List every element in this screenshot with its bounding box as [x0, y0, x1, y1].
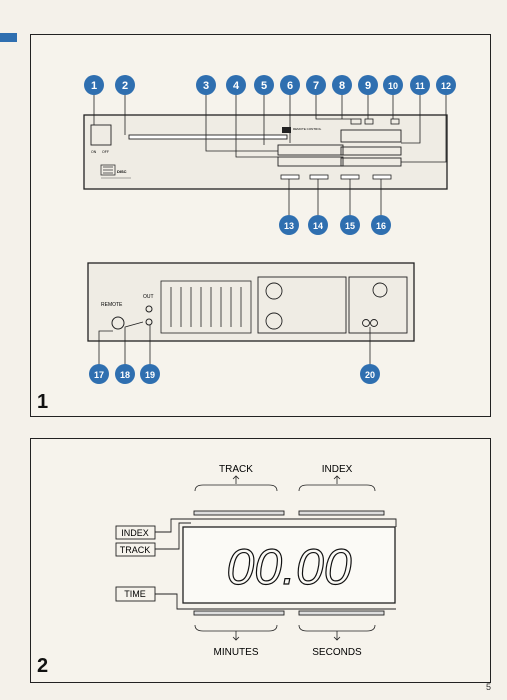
callout-4: 4 [226, 75, 246, 95]
front-button-9 [364, 118, 374, 125]
rear-compartment [257, 276, 347, 334]
svg-text:6: 6 [287, 80, 293, 92]
svg-text:1: 1 [91, 80, 97, 92]
time-display: 00.00 [182, 526, 396, 604]
left-labels: INDEX TRACK TIME [115, 525, 156, 602]
minutes-label: MINUTES [214, 647, 259, 658]
callout-5: 5 [254, 75, 274, 95]
digital-out-jack [362, 319, 370, 327]
rear-remote-text: REMOTE [101, 302, 123, 308]
rear-power-section [348, 276, 408, 334]
seconds-label: SECONDS [312, 647, 362, 658]
display-window-left-lower [277, 156, 344, 167]
front-button-15 [340, 174, 360, 180]
figure-1-illustration: ON OFF DISC REMOTE CONTROL [83, 75, 456, 384]
svg-text:5: 5 [261, 80, 267, 92]
power-on-text: ON [91, 150, 97, 154]
callout-13: 13 [279, 215, 299, 235]
out-jack-r [145, 318, 153, 326]
svg-text:8: 8 [339, 80, 345, 92]
callout-2: 2 [115, 75, 135, 95]
index-label-top: INDEX [322, 464, 353, 475]
callout-1: 1 [84, 75, 104, 95]
callout-7: 7 [306, 75, 326, 95]
front-leader-lines [93, 91, 447, 215]
remote-jack [111, 316, 125, 330]
cd-player-front-panel: ON OFF DISC REMOTE CONTROL [83, 114, 448, 190]
callout-16: 16 [371, 215, 391, 235]
track-label-left: TRACK [120, 545, 151, 555]
svg-text:3: 3 [203, 80, 209, 92]
svg-text:18: 18 [120, 370, 130, 380]
svg-text:7: 7 [313, 80, 319, 92]
svg-text:19: 19 [145, 370, 155, 380]
svg-text:17: 17 [94, 370, 104, 380]
svg-text:4: 4 [233, 80, 240, 92]
rear-out-text: OUT [143, 294, 154, 300]
callout-20: 20 [360, 364, 380, 384]
index-label-left: INDEX [121, 528, 149, 538]
power-off-text: OFF [102, 150, 109, 154]
callout-17: 17 [89, 364, 109, 384]
figure-2-display-diagram: TRACK INDEX INDEX TRACK TIME [115, 464, 397, 658]
callout-9: 9 [358, 75, 378, 95]
front-button-13 [280, 174, 300, 180]
disc-tray [128, 134, 288, 140]
callouts: 1 2 3 4 5 6 7 8 9 10 11 12 13 14 15 16 1… [84, 75, 456, 384]
callout-3: 3 [196, 75, 216, 95]
callout-14: 14 [308, 215, 328, 235]
rear-vent [160, 280, 252, 334]
svg-text:10: 10 [388, 81, 398, 91]
time-label-left: TIME [124, 589, 146, 599]
front-button-10 [390, 118, 400, 125]
display-window-right-mid [340, 146, 402, 156]
svg-text:11: 11 [415, 81, 425, 91]
track-label-top: TRACK [219, 464, 253, 475]
front-button-16 [372, 174, 392, 180]
page-number: 5 [486, 682, 492, 692]
rear-leader-lines [98, 321, 371, 368]
svg-text:15: 15 [345, 221, 355, 231]
display-digits: 00.00 [226, 539, 351, 595]
front-button-8 [350, 118, 362, 125]
cd-player-rear-panel: REMOTE OUT [87, 262, 415, 342]
callout-11: 11 [410, 75, 430, 95]
compact-disc-logo: DISC [100, 164, 131, 179]
bottom-brackets [194, 624, 376, 641]
callout-6: 6 [280, 75, 300, 95]
top-brackets [194, 475, 376, 492]
power-switch [90, 124, 112, 146]
svg-text:16: 16 [376, 221, 386, 231]
svg-text:REMOTE CONTROL: REMOTE CONTROL [293, 127, 322, 131]
figure-2-number: 2 [37, 655, 49, 677]
figure-1-number: 1 [37, 391, 49, 413]
callout-18: 18 [115, 364, 135, 384]
svg-text:12: 12 [441, 81, 451, 91]
svg-text:2: 2 [122, 80, 128, 92]
out-jack-l [145, 305, 153, 313]
display-window-left [277, 144, 344, 156]
figure-1-panel: ON OFF DISC REMOTE CONTROL [30, 34, 491, 417]
figure-2-panel: TRACK INDEX INDEX TRACK TIME [30, 438, 491, 683]
svg-text:13: 13 [284, 221, 294, 231]
svg-text:DISC: DISC [117, 169, 127, 174]
callout-15: 15 [340, 215, 360, 235]
svg-text:20: 20 [365, 370, 375, 380]
remote-sensor: REMOTE CONTROL [282, 127, 322, 133]
svg-text:14: 14 [313, 221, 323, 231]
svg-text:9: 9 [365, 80, 371, 92]
page-accent-bar [0, 33, 17, 42]
callout-10: 10 [383, 75, 403, 95]
display-window-right [340, 129, 402, 143]
front-button-14 [309, 174, 329, 180]
callout-8: 8 [332, 75, 352, 95]
callout-19: 19 [140, 364, 160, 384]
callout-12: 12 [436, 75, 456, 95]
indicator-bars [155, 510, 397, 616]
